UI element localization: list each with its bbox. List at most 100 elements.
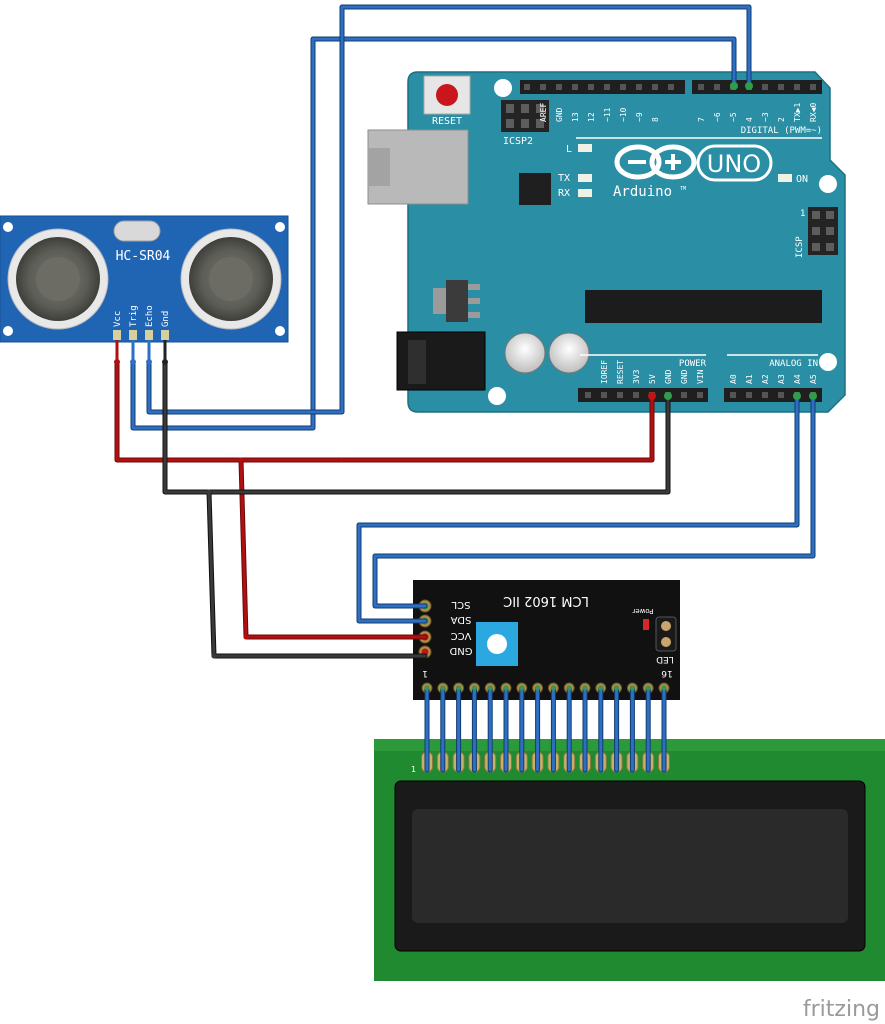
wire-bend bbox=[238, 457, 244, 463]
lcd-ribbon-endpoint bbox=[661, 685, 667, 691]
mounting-hole bbox=[494, 79, 512, 97]
led-jumper bbox=[655, 616, 677, 652]
led-rx bbox=[578, 189, 592, 197]
sensor-pin-legs bbox=[115, 340, 167, 362]
led-l bbox=[578, 144, 592, 152]
lcd-screen bbox=[412, 809, 848, 923]
wire-bend bbox=[243, 634, 249, 640]
lcd-ribbon-endpoint bbox=[456, 685, 462, 691]
lcd-ribbon-endpoint bbox=[582, 685, 588, 691]
header-pin-hole bbox=[778, 84, 784, 90]
header-pin-hole bbox=[633, 392, 639, 398]
arduino-pcb bbox=[407, 71, 846, 413]
wire-5v-to-lcd-vcc-core bbox=[239, 458, 427, 639]
power-pin-label: 5V bbox=[648, 374, 657, 384]
logo-infinity-left bbox=[614, 144, 662, 180]
transducer-right bbox=[180, 228, 282, 330]
header-pin-hole bbox=[601, 392, 607, 398]
header-pin-hole bbox=[746, 392, 752, 398]
wire-5v-to-lcd-vcc bbox=[238, 457, 428, 640]
analog-label: ANALOG IN bbox=[769, 359, 818, 369]
digital-label: DIGITAL (PWM=~) bbox=[741, 126, 822, 136]
wires bbox=[114, 4, 816, 659]
led-on-label: ON bbox=[796, 174, 808, 185]
power-header bbox=[578, 388, 708, 402]
power-label: POWER bbox=[679, 359, 707, 369]
logo-infinity-right bbox=[649, 144, 697, 180]
jumper-pin bbox=[661, 637, 671, 647]
header-pin-hole bbox=[810, 84, 816, 90]
arduino-logo: Arduino TM UNO bbox=[613, 144, 773, 200]
module-pin-label: VCC bbox=[451, 630, 472, 641]
wire-a5-to-scl bbox=[372, 393, 816, 609]
pin-first-label: 1 bbox=[422, 668, 428, 678]
voltage-regulator bbox=[446, 280, 468, 322]
lcd-ribbon-endpoint bbox=[424, 685, 430, 691]
lcd-ribbon-endpoint bbox=[550, 685, 556, 691]
power-jack-inner bbox=[408, 340, 426, 384]
potentiometer-knob bbox=[487, 634, 507, 654]
digital-pin-label: TX▶1 bbox=[793, 103, 802, 122]
digital-pin-label: ~10 bbox=[619, 107, 628, 122]
analog-pin-label: A4 bbox=[793, 374, 802, 384]
analog-pin-label: A1 bbox=[745, 374, 754, 384]
header-pin-hole bbox=[762, 84, 768, 90]
lcd-ribbon-endpoint bbox=[629, 685, 635, 691]
lcd-ribbon-endpoint bbox=[503, 685, 509, 691]
pin-marker-5v bbox=[648, 392, 656, 400]
lcd-ribbon-endpoint bbox=[614, 685, 620, 691]
header-pin-hole bbox=[604, 84, 610, 90]
wire-trig-to-d5-core bbox=[131, 37, 736, 430]
mounting-hole bbox=[819, 175, 837, 193]
lcd-ribbon-endpoint bbox=[440, 685, 446, 691]
regulator-tab bbox=[433, 288, 446, 314]
wire-bend bbox=[340, 458, 344, 462]
digital-pin-label: 8 bbox=[651, 117, 660, 122]
header-pin-hole bbox=[762, 392, 768, 398]
led-on bbox=[778, 174, 792, 182]
header-pin-hole bbox=[794, 84, 800, 90]
capacitor bbox=[548, 332, 590, 374]
header-pin-hole bbox=[572, 84, 578, 90]
uno-model: UNO bbox=[707, 150, 761, 178]
microcontroller-chip bbox=[585, 290, 822, 323]
wire-vcc-to-5v-core bbox=[115, 360, 654, 462]
power-pin-label: 3V3 bbox=[632, 369, 641, 384]
trademark: TM bbox=[680, 186, 686, 192]
power-led bbox=[643, 619, 649, 630]
wire-gnd-to-gnd-core bbox=[163, 360, 670, 494]
regulator-legs bbox=[468, 284, 480, 318]
wire-bend bbox=[206, 489, 212, 495]
sensor-pin-label: Echo bbox=[145, 305, 155, 327]
header-pin-hole bbox=[697, 392, 703, 398]
lcd-ribbon-endpoint bbox=[645, 685, 651, 691]
sensor-pin-label: Vcc bbox=[113, 311, 123, 327]
digital-pin-label: 4 bbox=[745, 117, 754, 122]
pin-marker-d5 bbox=[730, 82, 738, 90]
module-pin-label: SDA bbox=[450, 614, 471, 625]
digital-pin-label: ~11 bbox=[603, 107, 612, 122]
mounting-hole bbox=[488, 387, 506, 405]
led-jumper-label: LED bbox=[656, 654, 674, 664]
header-pin-hole bbox=[636, 84, 642, 90]
pin-marker-d4 bbox=[745, 82, 753, 90]
module-pin-label: SCL bbox=[451, 599, 470, 610]
pin-marker-a5 bbox=[809, 392, 817, 400]
header-pin-hole bbox=[698, 84, 704, 90]
mounting-hole bbox=[819, 353, 837, 371]
icsp2-label: ICSP2 bbox=[503, 136, 533, 147]
lcd-pcb-edge bbox=[374, 739, 885, 751]
header-pin-hole bbox=[524, 84, 530, 90]
reset-button-cap bbox=[436, 84, 458, 106]
icsp2-pins bbox=[506, 104, 544, 128]
header-pin-hole bbox=[668, 84, 674, 90]
wire-bend bbox=[211, 653, 217, 659]
header-pin-hole bbox=[652, 84, 658, 90]
